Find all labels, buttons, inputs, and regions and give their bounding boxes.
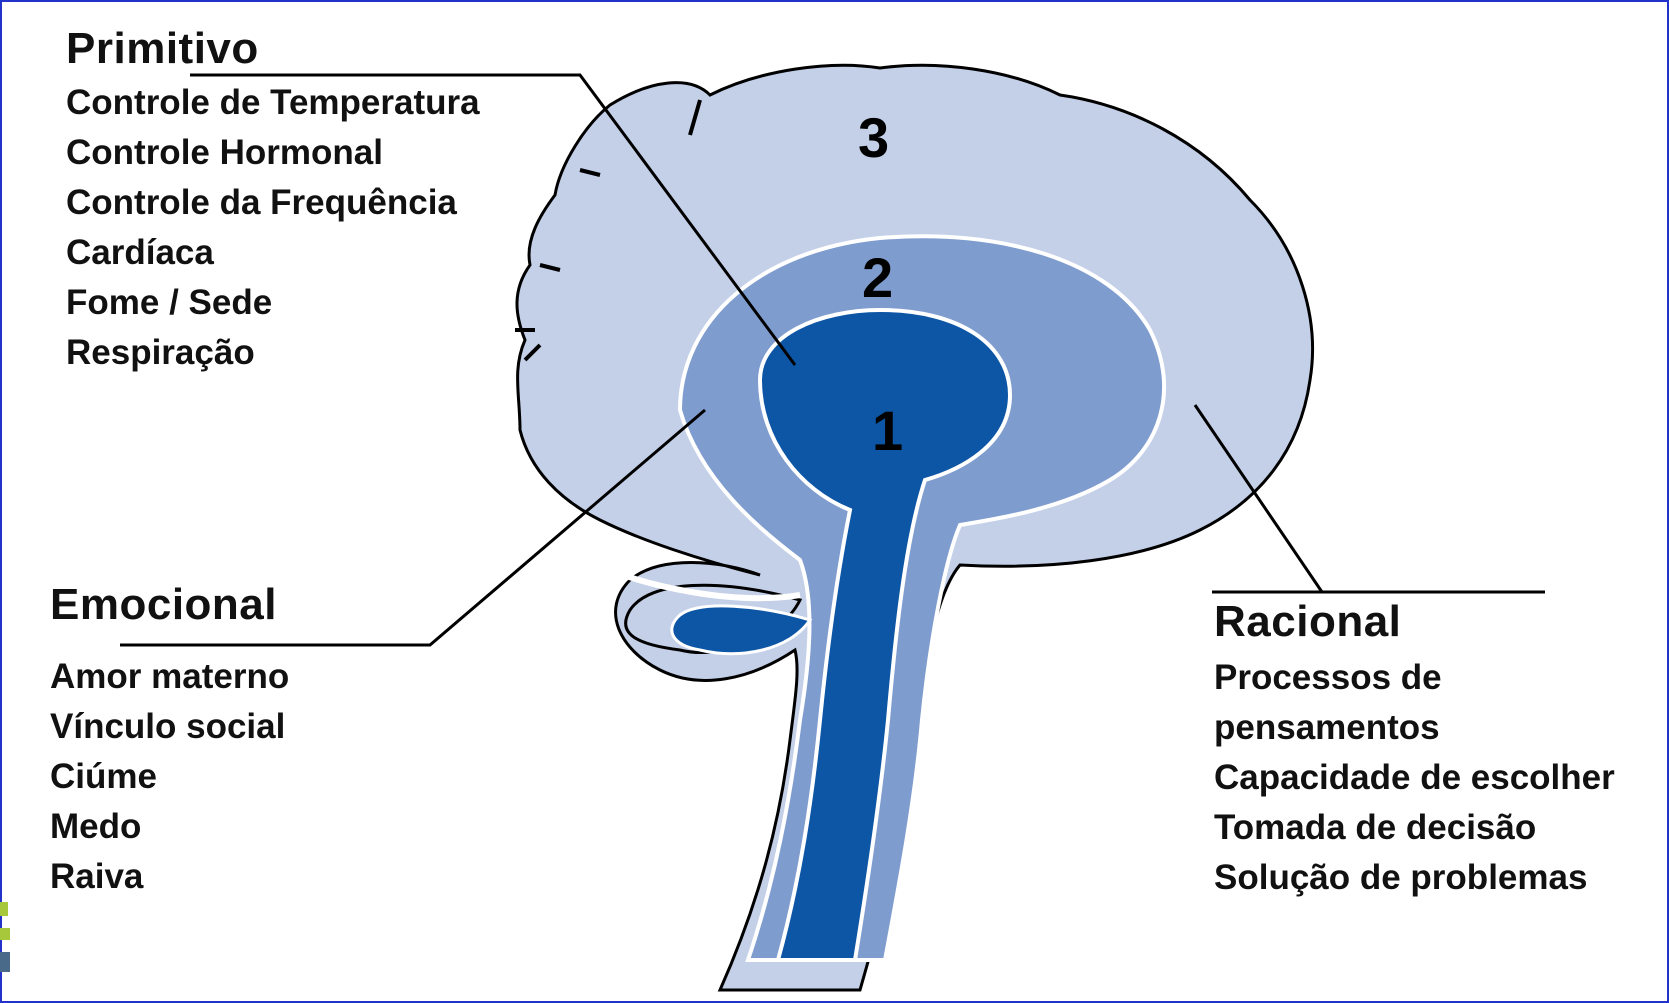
racional-item: Processos de <box>1214 653 1615 703</box>
racional-item: Solução de problemas <box>1214 853 1615 903</box>
emocional-item: Amor materno <box>50 652 289 702</box>
emocional-list: Amor materno Vínculo social Ciúme Medo R… <box>50 652 289 902</box>
racional-item: Capacidade de escolher <box>1214 753 1615 803</box>
primitivo-block: Primitivo Controle de Temperatura Contro… <box>66 24 480 378</box>
racional-list: Processos de pensamentos Capacidade de e… <box>1214 653 1615 903</box>
primitivo-item: Controle da Frequência <box>66 178 480 228</box>
region-2-number: 2 <box>862 245 893 310</box>
primitivo-item: Fome / Sede <box>66 278 480 328</box>
emocional-block: Emocional Amor materno Vínculo social Ci… <box>50 580 289 902</box>
region-1-number: 1 <box>872 398 903 463</box>
racional-title: Racional <box>1214 597 1615 647</box>
racional-item: pensamentos <box>1214 703 1615 753</box>
emocional-item: Vínculo social <box>50 702 289 752</box>
slide-decoration-bar-top <box>0 902 8 916</box>
racional-block: Racional Processos de pensamentos Capaci… <box>1214 597 1615 903</box>
primitivo-title: Primitivo <box>66 24 480 74</box>
emocional-item: Raiva <box>50 852 289 902</box>
primitivo-list: Controle de Temperatura Controle Hormona… <box>66 78 480 378</box>
slide-decoration-bar-mid <box>0 928 10 940</box>
slide-decoration-bar-bottom <box>0 952 10 972</box>
emocional-title: Emocional <box>50 580 289 630</box>
primitivo-item: Respiração <box>66 328 480 378</box>
primitivo-item: Cardíaca <box>66 228 480 278</box>
racional-item: Tomada de decisão <box>1214 803 1615 853</box>
emocional-item: Medo <box>50 802 289 852</box>
primitivo-item: Controle de Temperatura <box>66 78 480 128</box>
primitivo-item: Controle Hormonal <box>66 128 480 178</box>
region-3-number: 3 <box>858 105 889 170</box>
emocional-item: Ciúme <box>50 752 289 802</box>
